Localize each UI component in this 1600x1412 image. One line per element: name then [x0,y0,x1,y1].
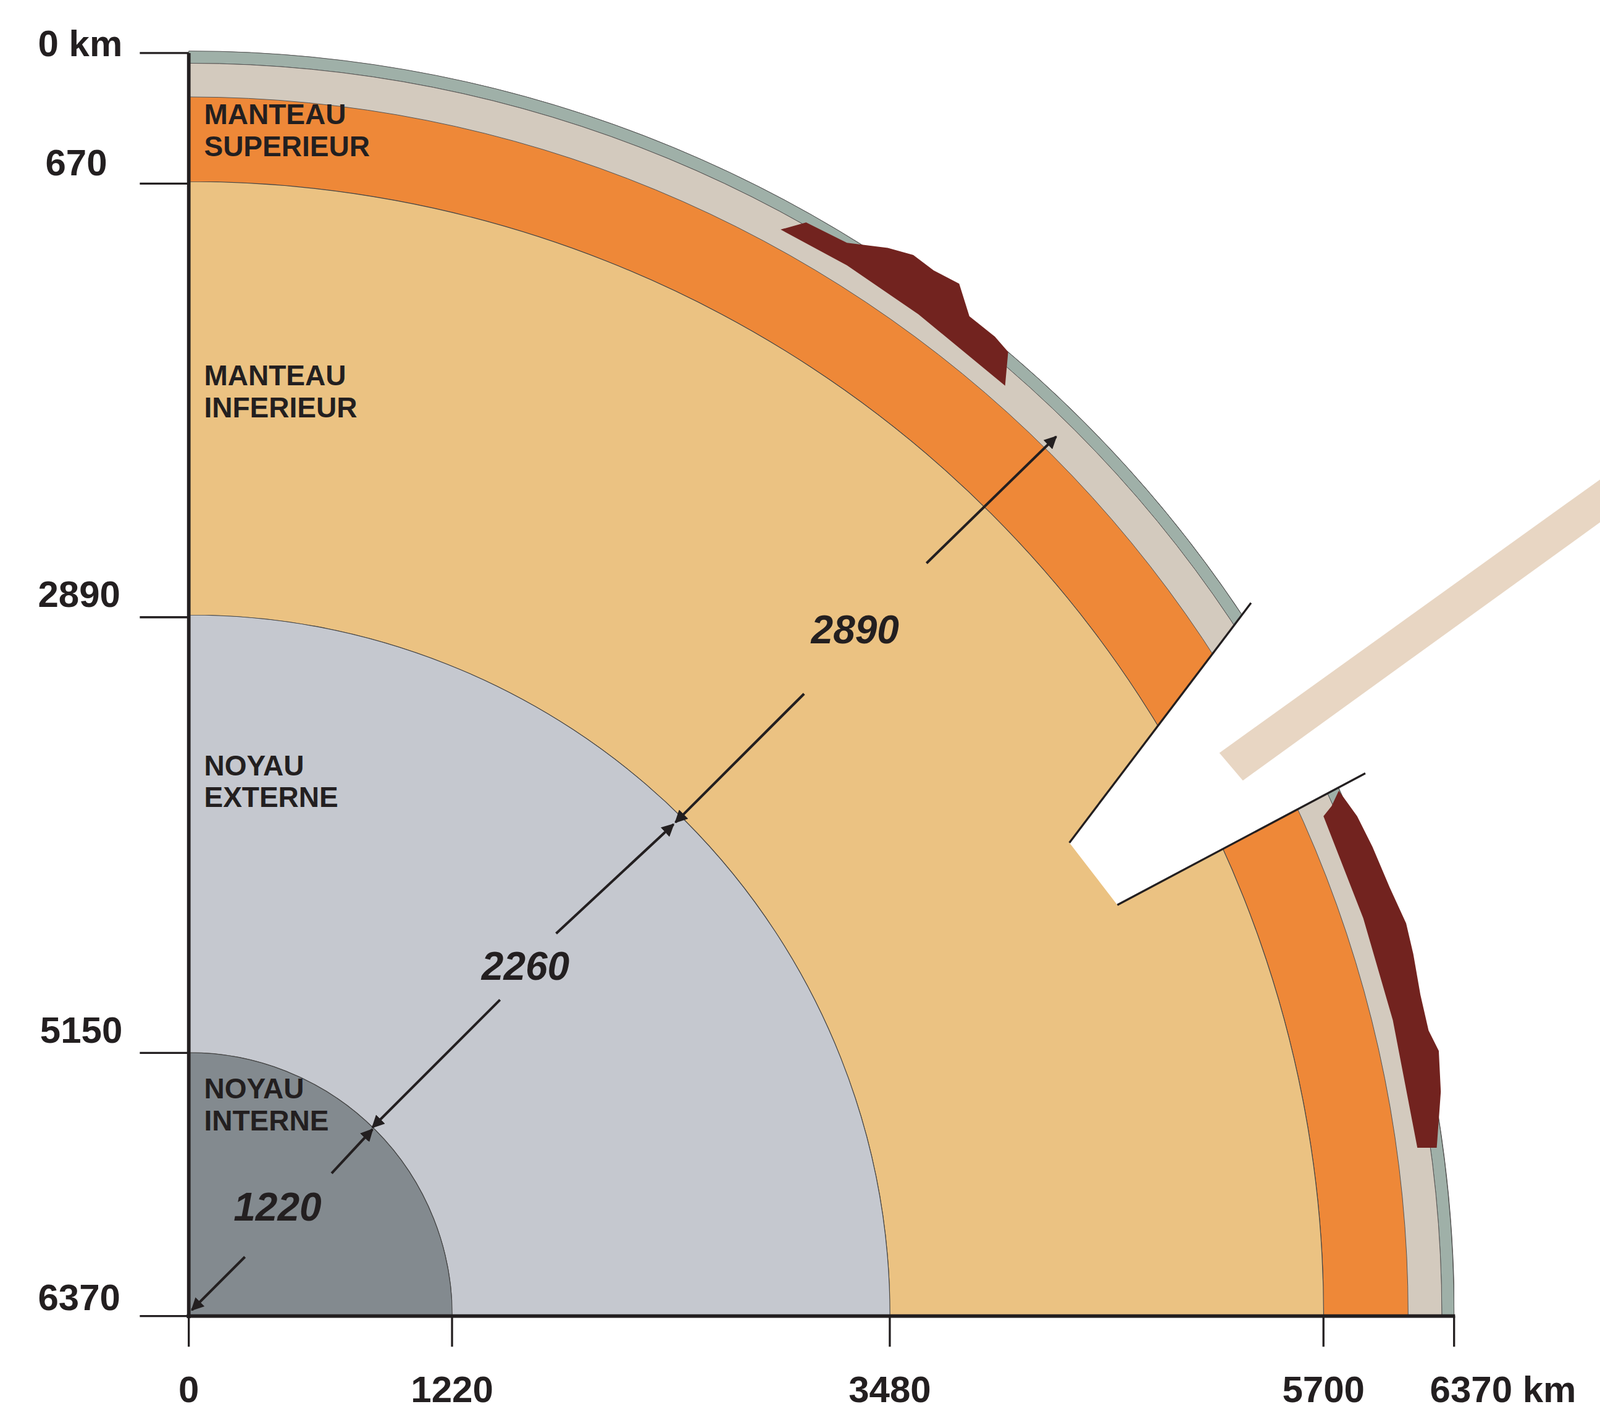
depth-tick-label: 2890 [38,576,121,614]
depth-tick-label: 6370 [38,1279,121,1317]
radius-tick-label: 3480 [848,1371,931,1409]
radius-tick-label: 0 [178,1371,199,1409]
thickness-dimension: 2890 [811,610,900,650]
cut-line [1117,773,1366,906]
axes [186,53,1455,1319]
ticks [139,53,1454,1347]
continent [1323,791,1441,1148]
lithosphere-ring [188,62,1442,1316]
radius-tick-label: 1220 [410,1371,493,1409]
layer-name: MANTEAU SUPERIEUR [203,98,370,163]
depth-tick-label: 670 [45,144,107,182]
layer-name: NOYAU INTERNE [203,1073,329,1137]
continent [780,222,1008,386]
thickness-dimension: 2260 [481,946,570,987]
cut-line [1069,603,1252,843]
layer-name: NOYAU EXTERNE [203,750,338,814]
light-beam [1219,479,1600,781]
inner-core-disc: NOYAU INTERNE [188,1052,453,1316]
radius-tick-label: 5700 [1281,1371,1365,1409]
crust-ring [188,51,1455,1317]
depth-tick-label: 5150 [40,1012,123,1050]
radius-tick-label: 6370 km [1430,1371,1577,1409]
thickness-dimension: 1220 [233,1187,322,1228]
dimension-arrows [192,436,1057,1311]
depth-tick-label: 0 km [38,25,123,63]
layer-name: MANTEAU INFERIEUR [203,360,357,424]
